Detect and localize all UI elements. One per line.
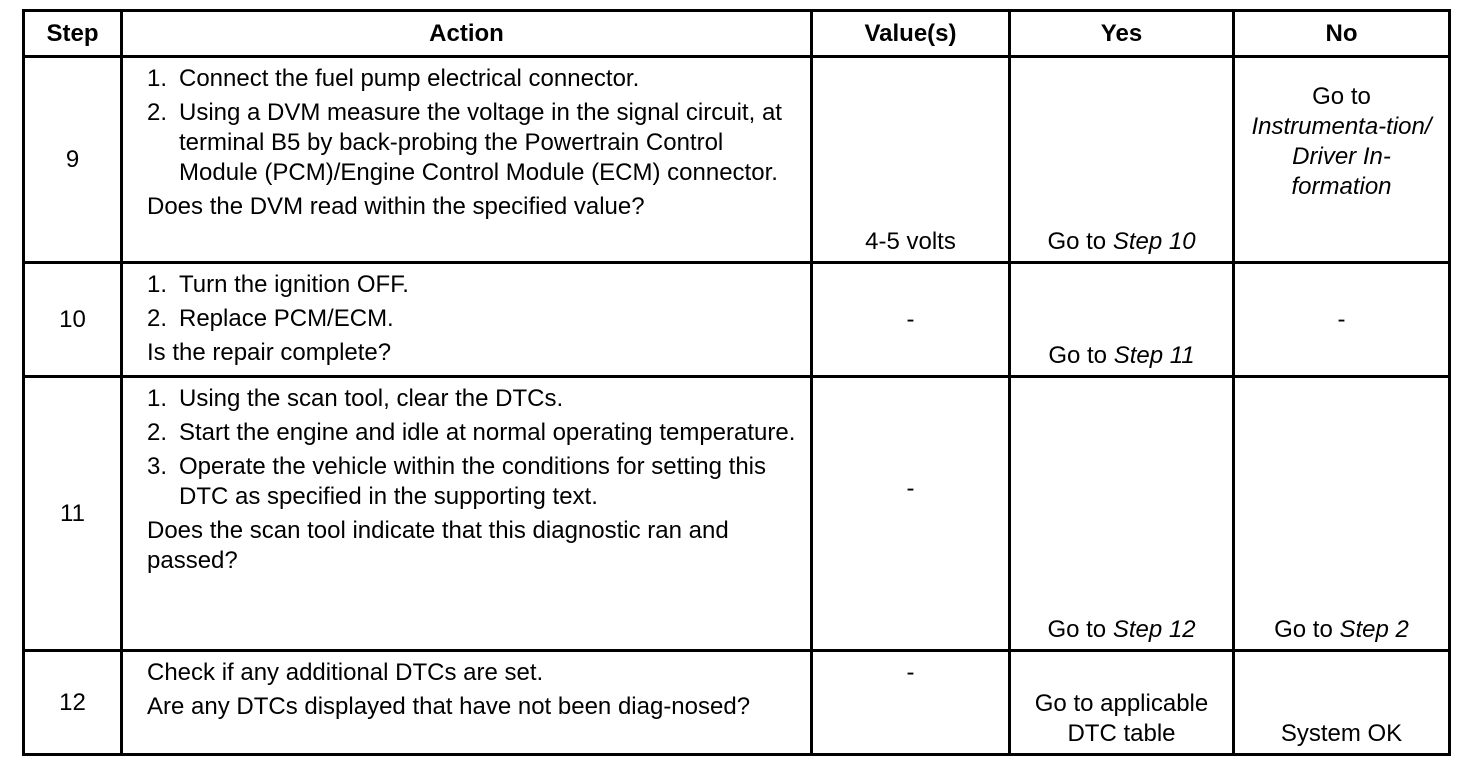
no-cell: -	[1232, 261, 1451, 378]
action-item: 1. Connect the fuel pump electrical conn…	[147, 64, 796, 94]
header-no: No	[1232, 9, 1451, 58]
yes-cell: Go to Step 11	[1008, 261, 1235, 378]
table-row: 12 Check if any additional DTCs are set.…	[22, 649, 1451, 756]
item-number: 3.	[147, 453, 168, 480]
yes-cell: Go to applicable DTC table	[1008, 649, 1235, 756]
yes-cell: Go to Step 10	[1008, 55, 1235, 264]
action-item: 2. Replace PCM/ECM.	[147, 304, 796, 334]
yes-prefix: Go to	[1047, 616, 1113, 643]
item-number: 1.	[147, 271, 168, 298]
step-number: 10	[22, 261, 123, 378]
step-number: 11	[22, 375, 123, 652]
action-cell: 1. Using the scan tool, clear the DTCs. …	[120, 375, 813, 652]
item-number: 2.	[147, 419, 168, 446]
table-row: 10 1. Turn the ignition OFF. 2. Replace …	[22, 261, 1451, 378]
header-action: Action	[120, 9, 813, 58]
item-text: Operate the vehicle within the condition…	[179, 453, 766, 510]
diagnostic-table-container: Step Action Value(s) Yes No 9 1. Connect…	[22, 9, 1451, 756]
value-text: -	[906, 474, 915, 502]
yes-step-link[interactable]: Step 12	[1112, 616, 1196, 643]
no-prefix: Go to	[1274, 616, 1340, 643]
no-reference-link[interactable]: Instrumenta-tion/ Driver In-formation	[1251, 112, 1432, 200]
item-text: Connect the fuel pump electrical connect…	[179, 65, 640, 92]
action-item: 2. Start the engine and idle at normal o…	[147, 418, 796, 448]
table-row: 11 1. Using the scan tool, clear the DTC…	[22, 375, 1451, 652]
diagnostic-table: Step Action Value(s) Yes No 9 1. Connect…	[22, 9, 1451, 756]
yes-prefix: Go to	[1047, 228, 1113, 255]
item-number: 1.	[147, 385, 168, 412]
step-number: 9	[22, 55, 123, 264]
no-step-link[interactable]: Step 2	[1339, 616, 1409, 643]
header-yes: Yes	[1008, 9, 1235, 58]
action-cell: 1. Turn the ignition OFF. 2. Replace PCM…	[120, 261, 813, 378]
yes-text: Go to applicable DTC table	[1034, 690, 1209, 747]
value-cell: -	[810, 375, 1011, 652]
item-text: Turn the ignition OFF.	[179, 271, 409, 298]
no-prefix: Go to	[1312, 82, 1371, 110]
action-item: 1. Turn the ignition OFF.	[147, 270, 796, 300]
action-cell: Check if any additional DTCs are set. Ar…	[120, 649, 813, 756]
action-cell: 1. Connect the fuel pump electrical conn…	[120, 55, 813, 264]
value-cell: -	[810, 261, 1011, 378]
item-text: Using a DVM measure the voltage in the s…	[179, 99, 782, 186]
yes-step-link[interactable]: Step 11	[1113, 342, 1195, 369]
item-text: Using the scan tool, clear the DTCs.	[179, 385, 564, 412]
item-number: 2.	[147, 99, 168, 126]
action-item: 2. Using a DVM measure the voltage in th…	[147, 98, 796, 188]
value-cell: -	[810, 649, 1011, 756]
action-question: Does the scan tool indicate that this di…	[147, 517, 729, 574]
action-item: 3. Operate the vehicle within the condit…	[147, 452, 796, 512]
no-cell: System OK	[1232, 649, 1451, 756]
value-cell: 4-5 volts	[810, 55, 1011, 264]
header-row: Step Action Value(s) Yes No	[22, 9, 1451, 58]
yes-cell: Go to Step 12	[1008, 375, 1235, 652]
item-number: 2.	[147, 305, 168, 332]
yes-prefix: Go to	[1048, 342, 1114, 369]
item-number: 1.	[147, 65, 168, 92]
no-cell: Go to Instrumenta-tion/ Driver In-format…	[1232, 55, 1451, 264]
step-number: 12	[22, 649, 123, 756]
item-text: Replace PCM/ECM.	[179, 305, 394, 332]
header-values: Value(s)	[810, 9, 1011, 58]
action-item: 1. Using the scan tool, clear the DTCs.	[147, 384, 796, 414]
yes-step-link[interactable]: Step 10	[1112, 228, 1196, 255]
action-question: Are any DTCs displayed that have not bee…	[147, 693, 751, 720]
no-cell: Go to Step 2	[1232, 375, 1451, 652]
table-row: 9 1. Connect the fuel pump electrical co…	[22, 55, 1451, 264]
action-question: Is the repair complete?	[147, 339, 392, 366]
action-question: Does the DVM read within the specified v…	[147, 193, 645, 220]
header-step: Step	[22, 9, 123, 58]
action-paragraph: Check if any additional DTCs are set.	[147, 659, 544, 686]
item-text: Start the engine and idle at normal oper…	[179, 419, 796, 446]
